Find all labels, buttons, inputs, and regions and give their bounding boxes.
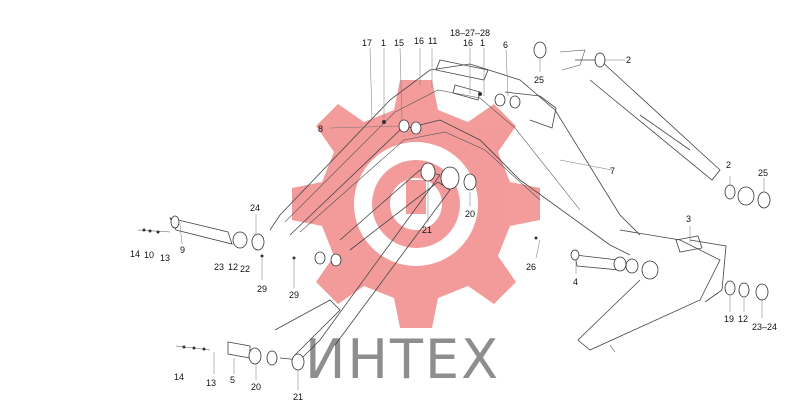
- callout-26: 26: [526, 262, 536, 272]
- callout-2: 2: [626, 55, 631, 65]
- callout-labels: 17 1 15 16 11 18–27–28 16 1 6 25 2 8 7 2…: [130, 28, 777, 402]
- callout-25: 25: [758, 168, 768, 178]
- callout-21: 21: [293, 392, 303, 402]
- callout-29: 29: [289, 290, 299, 300]
- callout-16: 16: [414, 36, 424, 46]
- callout-20: 20: [251, 382, 261, 392]
- callout-19: 19: [724, 314, 734, 324]
- callout-17: 17: [362, 38, 372, 48]
- callout-12: 12: [738, 314, 748, 324]
- callout-1: 1: [381, 38, 386, 48]
- callout-18-27-28: 18–27–28: [450, 28, 490, 38]
- callout-15: 15: [394, 38, 404, 48]
- callout-24: 24: [250, 203, 260, 213]
- callout-11: 11: [428, 36, 437, 46]
- callout-2: 2: [726, 160, 731, 170]
- callout-16: 16: [463, 38, 473, 48]
- callout-14: 14: [174, 372, 184, 382]
- callout-4: 4: [573, 277, 578, 287]
- callout-21: 21: [422, 225, 432, 235]
- callout-10: 10: [144, 250, 154, 260]
- callout-23-24: 23–24: [752, 322, 777, 332]
- callout-13: 13: [206, 378, 216, 388]
- callout-9: 9: [180, 245, 185, 255]
- callout-7: 7: [610, 166, 615, 176]
- washers: [170, 41, 771, 371]
- bolts: [137, 92, 538, 351]
- leader-lines: [179, 47, 765, 390]
- callout-20: 20: [465, 209, 475, 219]
- watermark-text: ИНТЕХ: [305, 328, 500, 391]
- callout-13: 13: [160, 253, 170, 263]
- callout-29: 29: [257, 284, 267, 294]
- boom-outline: [169, 49, 727, 361]
- callout-12: 12: [228, 262, 238, 272]
- callout-1: 1: [480, 38, 485, 48]
- callout-8: 8: [318, 124, 323, 134]
- callout-25: 25: [534, 75, 544, 85]
- callout-5: 5: [230, 375, 235, 385]
- callout-3: 3: [686, 214, 691, 224]
- callout-14: 14: [130, 249, 140, 259]
- callout-22: 22: [240, 264, 250, 274]
- callout-6: 6: [503, 40, 508, 50]
- callout-23: 23: [214, 262, 224, 272]
